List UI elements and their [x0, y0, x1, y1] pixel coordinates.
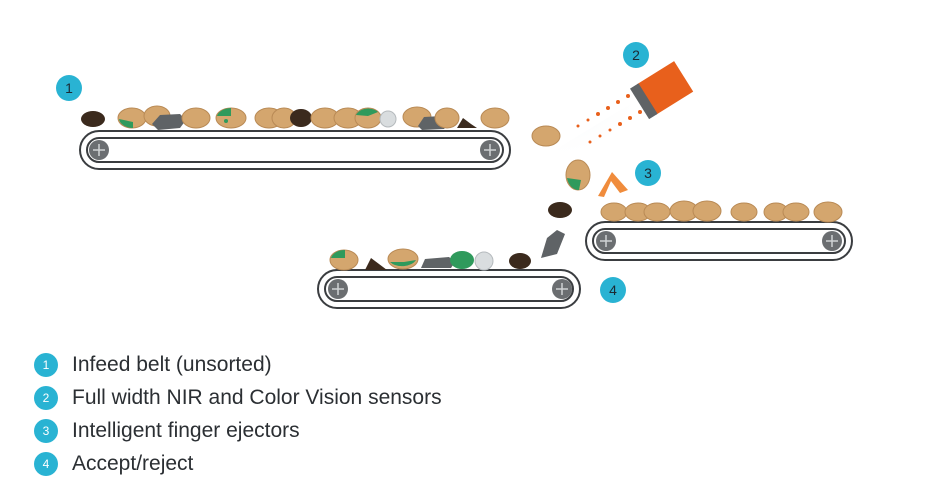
badge-infeed: 1: [56, 75, 82, 101]
accept-belt: [585, 221, 853, 261]
sensor-head-icon: [555, 61, 694, 160]
speckled-clod: [474, 251, 494, 271]
legend-badge: 2: [34, 385, 58, 410]
rotten-potato: [548, 202, 572, 218]
legend-text: Full width NIR and Color Vision sensors: [72, 385, 442, 409]
speckled-clod: [379, 110, 397, 128]
rotten-potato: [509, 253, 531, 269]
legend-item: 4 Accept/reject: [34, 447, 442, 480]
legend: 1 Infeed belt (unsorted) 2 Full width NI…: [34, 348, 442, 480]
conveyor-roller-icon: [480, 140, 500, 160]
conveyor-roller-icon: [89, 140, 109, 160]
stone: [152, 114, 186, 130]
potato: [181, 107, 211, 129]
falling-items: [531, 125, 591, 258]
potato: [434, 107, 460, 129]
green-defect-potato: [117, 107, 147, 129]
potato: [531, 125, 561, 147]
legend-text: Infeed belt (unsorted): [72, 352, 272, 376]
badge-accept-reject: 4: [600, 277, 626, 303]
badge-ejectors: 3: [635, 160, 661, 186]
accepted-potatoes: [600, 200, 843, 223]
stone: [541, 230, 565, 258]
rotten-potato: [290, 109, 312, 127]
rotten-fragment: [365, 258, 387, 270]
badge-sensors: 2: [623, 42, 649, 68]
infeed-items: [81, 105, 510, 130]
green-defect-potato: [354, 107, 382, 129]
stone: [421, 257, 455, 268]
conveyor-roller-icon: [552, 279, 572, 299]
conveyor-roller-icon: [596, 231, 616, 251]
green-defect-potato: [387, 248, 419, 270]
reject-belt: [317, 269, 581, 309]
potato: [480, 107, 510, 129]
finger-ejector-icon: [598, 172, 628, 197]
legend-badge: 1: [34, 352, 58, 377]
rotten-fragment: [457, 118, 477, 128]
green-defect-potato: [215, 107, 247, 129]
legend-badge: 4: [34, 451, 58, 476]
green-defect-potato: [329, 249, 359, 271]
conveyor-roller-icon: [822, 231, 842, 251]
infeed-belt: [79, 130, 511, 170]
green-potato: [450, 251, 474, 269]
legend-text: Intelligent finger ejectors: [72, 418, 300, 442]
legend-item: 2 Full width NIR and Color Vision sensor…: [34, 381, 442, 414]
rotten-potato: [81, 111, 105, 127]
legend-item: 1 Infeed belt (unsorted): [34, 348, 442, 381]
conveyor-roller-icon: [328, 279, 348, 299]
legend-badge: 3: [34, 418, 58, 443]
green-defect-potato: [565, 159, 591, 191]
legend-text: Accept/reject: [72, 451, 194, 475]
legend-item: 3 Intelligent finger ejectors: [34, 414, 442, 447]
rejected-items: [329, 248, 531, 271]
